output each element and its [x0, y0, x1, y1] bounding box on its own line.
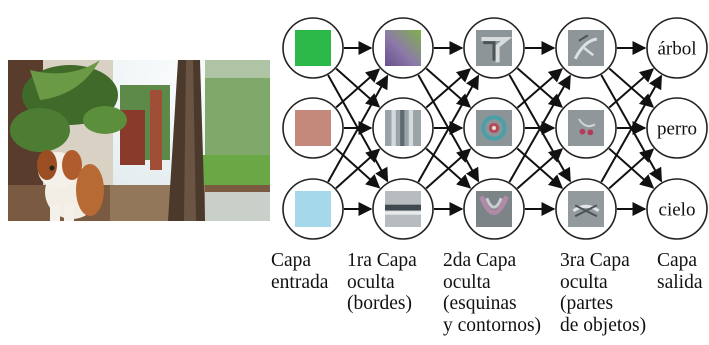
connection-arrow: [600, 74, 663, 183]
vertical-stripes-icon: [385, 110, 421, 146]
input-node-1: [282, 17, 344, 79]
connection-arrow: [508, 74, 571, 183]
connection-arrow: [327, 74, 389, 183]
caption-line: (bordes): [347, 293, 412, 314]
curved-contour-icon: [476, 191, 512, 227]
hidden1-node-1: [372, 17, 434, 79]
caption-line: Capa: [657, 250, 698, 271]
connection-arrow: [335, 68, 381, 109]
output-class-label: cielo: [659, 200, 696, 221]
caption-line: salida: [657, 271, 703, 293]
caption-line: 2da Capa: [443, 250, 517, 271]
caption-line: entrada: [271, 271, 329, 293]
diagonal-gradient-icon: [385, 30, 421, 66]
caption-line: 1ra Capa: [347, 250, 417, 271]
input-color-swatch: [295, 110, 331, 146]
caption-line: 3ra Capa: [560, 250, 630, 271]
hidden1-node-2: [372, 97, 434, 159]
caption-line: (esquinas: [443, 293, 517, 314]
hidden2-node-2: [463, 97, 525, 159]
caption-line: Capa: [271, 250, 312, 271]
caption-line: de objetos): [560, 314, 647, 336]
hidden2-node-1: [463, 17, 525, 79]
connection-arrow: [608, 148, 655, 190]
connection-arrow: [425, 68, 472, 109]
connection-arrow: [425, 148, 472, 190]
output-class-label: árbol: [657, 39, 696, 60]
hidden2-node-3: [463, 178, 525, 240]
corner-pattern-icon: [476, 30, 513, 66]
output-node-1: árbol: [646, 17, 708, 79]
hidden3-node-1: [555, 17, 617, 79]
connection-arrow: [335, 148, 381, 190]
hidden3-node-2: [555, 97, 617, 159]
caption-line: oculta: [347, 271, 395, 293]
caption-line: y contornos): [443, 314, 542, 336]
output-node-3: cielo: [646, 178, 708, 240]
horizontal-stripe-icon: [385, 191, 421, 227]
connection-arrow: [516, 68, 563, 109]
caption-line: (partes: [560, 293, 614, 314]
dog-under-tree-photo: [8, 60, 270, 221]
output-node-2: perro: [646, 97, 708, 159]
connection-arrow: [608, 68, 655, 109]
hidden3-node-3: [555, 178, 617, 240]
hidden1-node-3: [372, 178, 434, 240]
cloud-part-icon: [568, 191, 604, 227]
input-color-swatch: [295, 191, 331, 227]
output-class-label: perro: [657, 119, 697, 140]
caption-line: oculta: [443, 271, 491, 293]
caption-line: oculta: [560, 271, 608, 293]
input-node-2: [282, 97, 344, 159]
connection-arrow: [417, 74, 480, 183]
connection-arrow: [516, 148, 564, 190]
input-color-swatch: [295, 30, 331, 66]
ring-contour-icon: [476, 110, 512, 146]
branch-part-icon: [568, 30, 604, 66]
input-node-3: [282, 178, 344, 240]
eyes-part-icon: [568, 110, 604, 146]
